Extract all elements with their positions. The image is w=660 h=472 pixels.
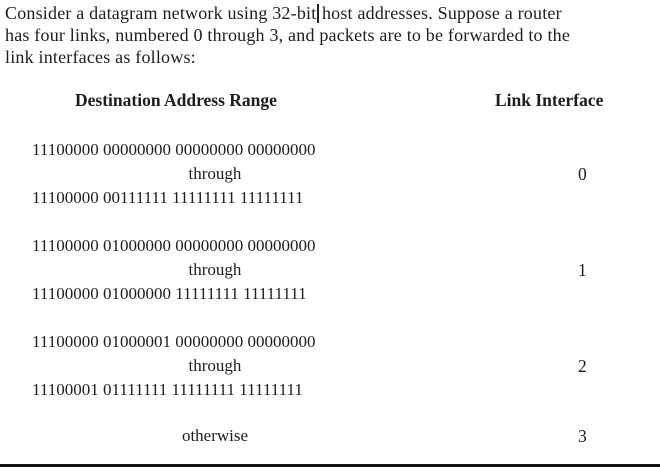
link-interface-value: 2 <box>578 355 587 376</box>
address-range-2: 11100000 01000001 00000000 00000000 thro… <box>0 330 430 402</box>
range-connector: through <box>188 260 242 279</box>
link-interface-value: 1 <box>578 259 587 280</box>
link-interface-header: Link Interface <box>495 90 604 110</box>
table-header-row: Destination Address Range Link Interface <box>0 90 660 112</box>
table-row-otherwise: otherwise 3 <box>0 424 660 448</box>
range-end-address: 11100000 01000000 11111111 11111111 <box>32 284 307 303</box>
intro-line-2: has four links, numbered 0 through 3, an… <box>5 25 571 45</box>
range-start-address: 11100000 01000000 00000000 00000000 <box>32 236 316 255</box>
range-start-address: 11100000 00000000 00000000 00000000 <box>32 140 316 159</box>
intro-text-before-cursor: Consider a datagram network using 32-bit <box>5 3 317 23</box>
link-interface-cell: 2 <box>430 330 660 402</box>
table-row: 11100000 01000000 00000000 00000000 thro… <box>0 234 660 306</box>
table-row: 11100000 01000001 00000000 00000000 thro… <box>0 330 660 402</box>
bottom-horizontal-rule <box>0 464 660 467</box>
intro-text-after-cursor: host addresses. Suppose a router <box>321 3 562 23</box>
intro-line-1: Consider a datagram network using 32-bit… <box>5 2 657 24</box>
destination-address-range-header: Destination Address Range <box>75 90 277 110</box>
text-cursor <box>317 4 319 23</box>
link-interface-cell: 1 <box>430 234 660 306</box>
range-end-address: 11100001 01111111 11111111 11111111 <box>32 380 303 399</box>
table-row: 11100000 00000000 00000000 00000000 thro… <box>0 138 660 210</box>
intro-line-3: link interfaces as follows: <box>5 47 196 67</box>
link-interface-value: 3 <box>578 425 587 446</box>
otherwise-cell: otherwise <box>0 424 430 448</box>
otherwise-label: otherwise <box>181 426 249 445</box>
range-connector: through <box>188 164 242 183</box>
link-interface-cell: 0 <box>430 138 660 210</box>
intro-paragraph: Consider a datagram network using 32-bit… <box>5 2 657 68</box>
range-start-address: 11100000 01000001 00000000 00000000 <box>32 332 316 351</box>
link-interface-cell: 3 <box>430 424 660 448</box>
range-end-address: 11100000 00111111 11111111 11111111 <box>32 188 304 207</box>
link-interface-value: 0 <box>578 163 587 184</box>
range-connector: through <box>188 356 242 375</box>
address-range-0: 11100000 00000000 00000000 00000000 thro… <box>0 138 430 210</box>
address-range-1: 11100000 01000000 00000000 00000000 thro… <box>0 234 430 306</box>
